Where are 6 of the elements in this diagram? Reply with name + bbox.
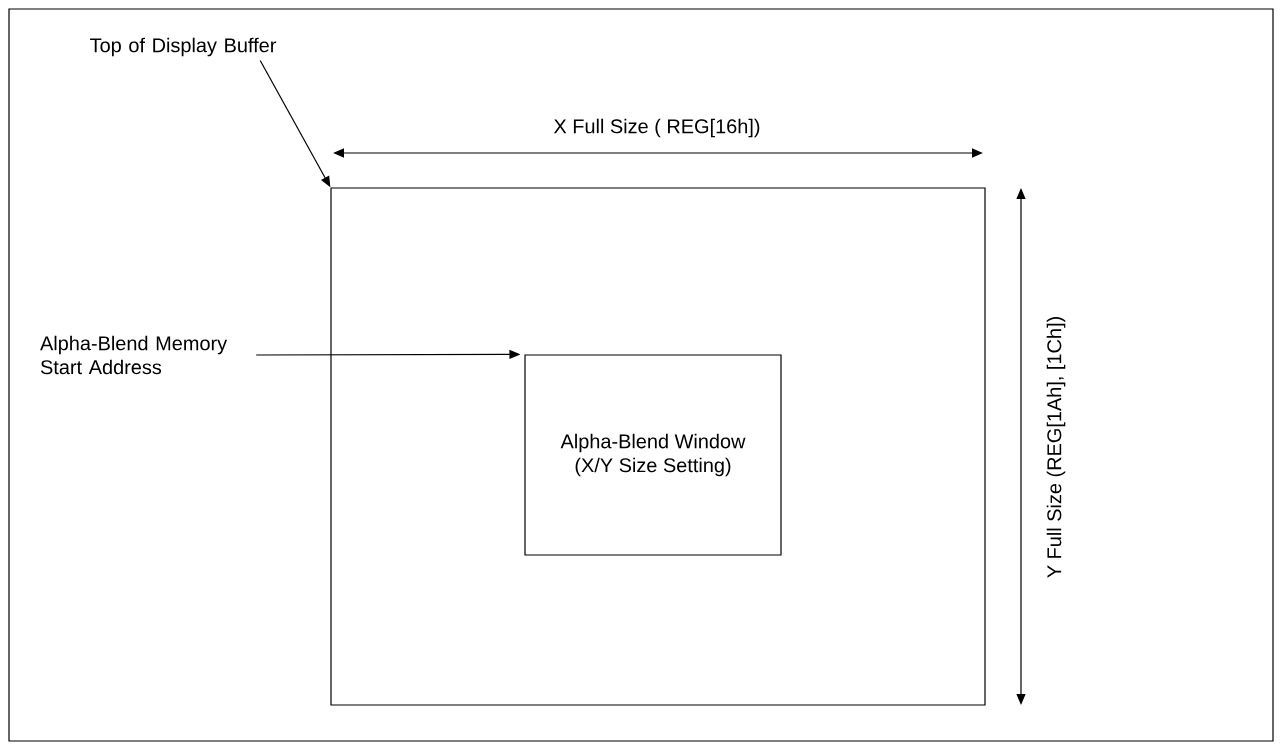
callout-text: Alpha-Blend Memory Start Address — [40, 335, 228, 375]
buffer-box — [330, 187, 986, 706]
dimension-label: Y Full Size (REG[1Ah], [1Ch]) — [1046, 317, 1066, 578]
window-box: Alpha-Blend Window (X/Y Size Setting) — [524, 354, 782, 556]
dimension-label: X Full Size ( REG[16h]) — [553, 118, 760, 138]
callout-text: Top of Display Buffer — [90, 37, 277, 57]
